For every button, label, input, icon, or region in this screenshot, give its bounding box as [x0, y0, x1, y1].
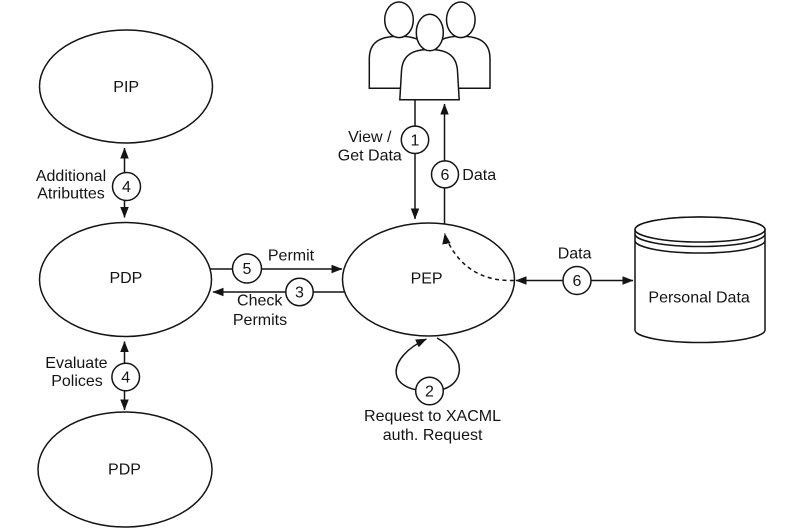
- svg-text:Permits: Permits: [233, 312, 287, 329]
- svg-text:View /: View /: [348, 129, 392, 146]
- svg-text:auth. Request: auth. Request: [383, 427, 483, 444]
- svg-text:Check: Check: [237, 293, 283, 310]
- svg-text:4: 4: [121, 370, 130, 387]
- svg-text:6: 6: [573, 273, 582, 290]
- svg-text:Data: Data: [558, 246, 592, 263]
- svg-text:Personal Data: Personal Data: [648, 290, 749, 307]
- svg-text:4: 4: [122, 179, 131, 196]
- svg-text:6: 6: [441, 167, 450, 184]
- svg-text:PDP: PDP: [109, 270, 142, 287]
- svg-text:Data: Data: [462, 167, 496, 184]
- svg-text:1: 1: [411, 132, 420, 149]
- svg-text:Request to XACML: Request to XACML: [364, 408, 501, 425]
- svg-text:PEP: PEP: [411, 270, 443, 287]
- svg-text:PIP: PIP: [113, 79, 139, 96]
- svg-text:Polices: Polices: [51, 373, 103, 390]
- svg-text:Atributtes: Atributtes: [37, 186, 105, 203]
- svg-text:PDP: PDP: [108, 462, 141, 479]
- svg-text:2: 2: [425, 384, 434, 401]
- svg-text:Evaluate: Evaluate: [45, 355, 107, 372]
- svg-text:Additional: Additional: [36, 168, 106, 185]
- svg-text:5: 5: [243, 261, 252, 278]
- svg-text:Get Data: Get Data: [338, 148, 402, 165]
- svg-text:Permit: Permit: [268, 248, 315, 265]
- svg-text:3: 3: [295, 285, 304, 302]
